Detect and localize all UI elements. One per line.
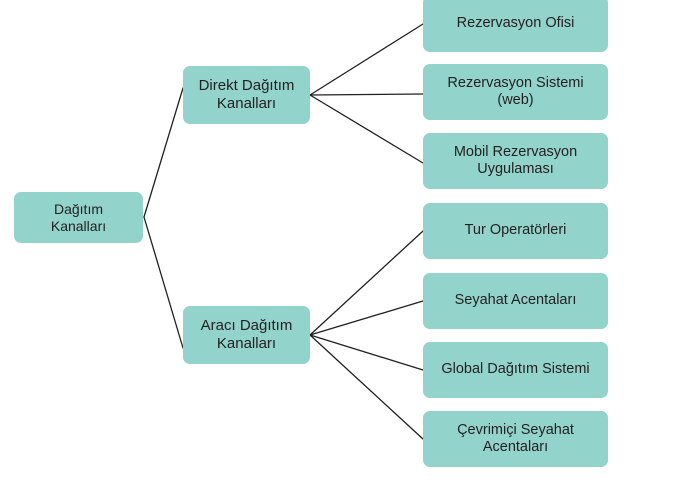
node-global-dagitim-sistemi[interactable]: Global Dağıtım Sistemi	[423, 342, 608, 398]
node-label: Mobil Rezervasyon Uygulaması	[453, 143, 578, 177]
node-seyahat-acentalari[interactable]: Seyahat Acentaları	[423, 273, 608, 329]
node-mobil-rezervasyon-uygulamasi[interactable]: Mobil Rezervasyon Uygulaması	[423, 133, 608, 189]
node-araci-dagitim-kanallari[interactable]: Aracı Dağıtım Kanalları	[183, 306, 310, 364]
node-label: Seyahat Acentaları	[454, 292, 577, 309]
node-rezervasyon-sistemi-web[interactable]: Rezervasyon Sistemi (web)	[423, 64, 608, 120]
node-rezervasyon-ofisi[interactable]: Rezervasyon Ofisi	[423, 0, 608, 52]
connector-root-to-araci	[143, 216, 184, 349]
connector-araci-to-tur-operatorleri	[309, 230, 424, 336]
node-label: Rezervasyon Ofisi	[456, 15, 575, 32]
connector-direkt-to-mobil-rezervasyon-uygulamasi	[309, 94, 424, 164]
node-label: Global Dağıtım Sistemi	[441, 361, 590, 378]
node-tur-operatorleri[interactable]: Tur Operatörleri	[423, 203, 608, 259]
connector-araci-to-cevrimici-seyahat-acentalari	[309, 334, 424, 440]
connector-direkt-to-rezervasyon-ofisi	[309, 23, 424, 96]
node-cevrimici-seyahat-acentalari[interactable]: Çevrimiçi Seyahat Acentaları	[423, 411, 608, 467]
connector-direkt-to-rezervasyon-sistemi-web	[309, 93, 424, 96]
node-label: Tur Operatörleri	[464, 222, 567, 239]
node-label: Dağıtım Kanalları	[50, 200, 107, 234]
node-label: Çevrimiçi Seyahat Acentaları	[457, 421, 574, 455]
node-label: Rezervasyon Sistemi (web)	[447, 74, 584, 108]
connector-root-to-direkt	[143, 87, 184, 218]
node-label: Direkt Dağıtım Kanalları	[198, 77, 295, 112]
node-dagitim-kanallari[interactable]: Dağıtım Kanalları	[14, 192, 143, 243]
connector-araci-to-seyahat-acentalari	[309, 300, 424, 336]
node-label: Aracı Dağıtım Kanalları	[200, 317, 293, 352]
node-direkt-dagitim-kanallari[interactable]: Direkt Dağıtım Kanalları	[183, 66, 310, 124]
connector-araci-to-global-dagitim-sistemi	[309, 334, 424, 371]
